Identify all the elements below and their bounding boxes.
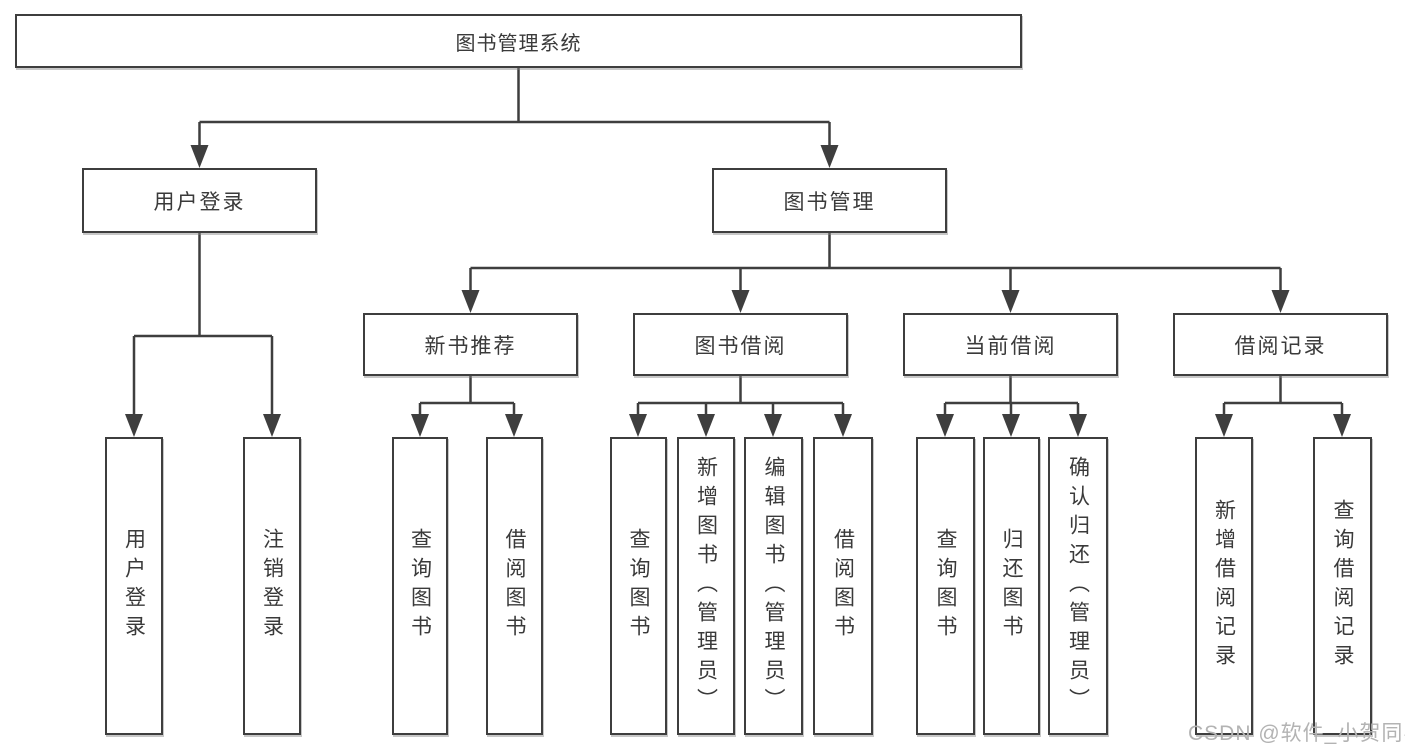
arrowheads <box>125 145 1351 437</box>
leaf-borrow-books-1: 借阅图书 <box>486 437 543 735</box>
arrow-borrow-records <box>1271 290 1290 313</box>
leaf-add-borrow-record: 新增借阅记录 <box>1195 437 1253 735</box>
leaf-logout: 注销登录 <box>243 437 301 735</box>
edge-root-to-level2 <box>198 68 831 150</box>
watermark: CSDN @软件_小贺同学 <box>1188 722 1405 745</box>
edge-new-book-recommend-to-leaves <box>418 376 516 418</box>
leaf-borrow-books-1-label: 借阅图书 <box>503 528 526 644</box>
leaf-query-books-2: 查询图书 <box>610 437 667 735</box>
edge-book-borrow-to-leaves <box>636 376 845 418</box>
arrow-leaf-add-book <box>697 414 715 437</box>
leaf-borrow-books-2: 借阅图书 <box>813 437 873 735</box>
leaf-add-borrow-record-label: 新增借阅记录 <box>1212 499 1236 673</box>
arrow-current-borrow <box>1001 290 1020 313</box>
leaf-confirm-return-admin: 确认归还（管理员） <box>1048 437 1108 735</box>
arrow-leaf-query-books-1 <box>411 414 429 437</box>
node-current-borrow-label: 当前借阅 <box>964 334 1057 358</box>
node-borrow-records-label: 借阅记录 <box>1234 334 1327 358</box>
arrow-leaf-add-borrow-record <box>1215 414 1233 437</box>
arrow-leaf-confirm-return <box>1069 414 1087 437</box>
node-book-borrow: 图书借阅 <box>633 313 848 376</box>
arrow-leaf-return-book <box>1002 414 1020 437</box>
leaf-query-books-3-label: 查询图书 <box>934 528 957 644</box>
leaf-add-book-admin-label: 新增图书（管理员） <box>694 455 718 717</box>
edge-user-login-to-leaves <box>132 233 274 418</box>
arrow-leaf-borrow-books-1 <box>505 414 523 437</box>
arrow-leaf-query-borrow-record <box>1333 414 1351 437</box>
arrow-leaf-query-books-3 <box>936 414 954 437</box>
node-new-book-recommend-label: 新书推荐 <box>424 334 517 358</box>
leaf-return-book-label: 归还图书 <box>1000 528 1023 644</box>
leaf-query-books-1: 查询图书 <box>392 437 448 735</box>
leaf-query-borrow-record: 查询借阅记录 <box>1313 437 1372 735</box>
leaf-logout-label: 注销登录 <box>260 528 284 644</box>
leaf-user-login: 用户登录 <box>105 437 163 735</box>
arrow-leaf-logout <box>263 414 281 437</box>
arrow-book-borrow <box>731 290 750 313</box>
arrow-leaf-edit-book <box>764 414 782 437</box>
edge-borrow-records-to-leaves <box>1222 376 1344 418</box>
node-new-book-recommend: 新书推荐 <box>363 313 578 376</box>
node-root: 图书管理系统 <box>15 14 1022 68</box>
edge-current-borrow-to-leaves <box>943 376 1080 418</box>
node-root-label: 图书管理系统 <box>455 32 582 55</box>
node-book-management-label: 图书管理 <box>783 190 876 214</box>
leaf-borrow-books-2-label: 借阅图书 <box>831 528 855 644</box>
leaf-query-books-3: 查询图书 <box>916 437 975 735</box>
arrow-leaf-borrow-books-2 <box>834 414 852 437</box>
leaf-confirm-return-admin-label: 确认归还（管理员） <box>1066 455 1090 717</box>
node-user-login-label: 用户登录 <box>153 190 246 214</box>
leaf-query-books-2-label: 查询图书 <box>627 528 650 644</box>
node-book-management: 图书管理 <box>712 168 947 233</box>
arrow-user-login <box>190 145 209 168</box>
arrow-leaf-user-login <box>125 414 143 437</box>
leaf-edit-book-admin: 编辑图书（管理员） <box>744 437 803 735</box>
arrow-leaf-query-books-2 <box>629 414 647 437</box>
leaf-query-borrow-record-label: 查询借阅记录 <box>1331 499 1354 673</box>
leaf-return-book: 归还图书 <box>983 437 1040 735</box>
node-borrow-records: 借阅记录 <box>1173 313 1388 376</box>
arrow-new-book-recommend <box>461 290 480 313</box>
leaf-edit-book-admin-label: 编辑图书（管理员） <box>762 455 785 717</box>
arrow-book-management <box>820 145 839 168</box>
node-current-borrow: 当前借阅 <box>903 313 1118 376</box>
leaf-add-book-admin: 新增图书（管理员） <box>677 437 735 735</box>
node-book-borrow-label: 图书借阅 <box>694 334 787 358</box>
leaf-query-books-1-label: 查询图书 <box>408 528 432 644</box>
leaf-user-login-label: 用户登录 <box>122 528 146 644</box>
node-user-login: 用户登录 <box>82 168 317 233</box>
edge-book-management-to-level3 <box>469 233 1282 294</box>
